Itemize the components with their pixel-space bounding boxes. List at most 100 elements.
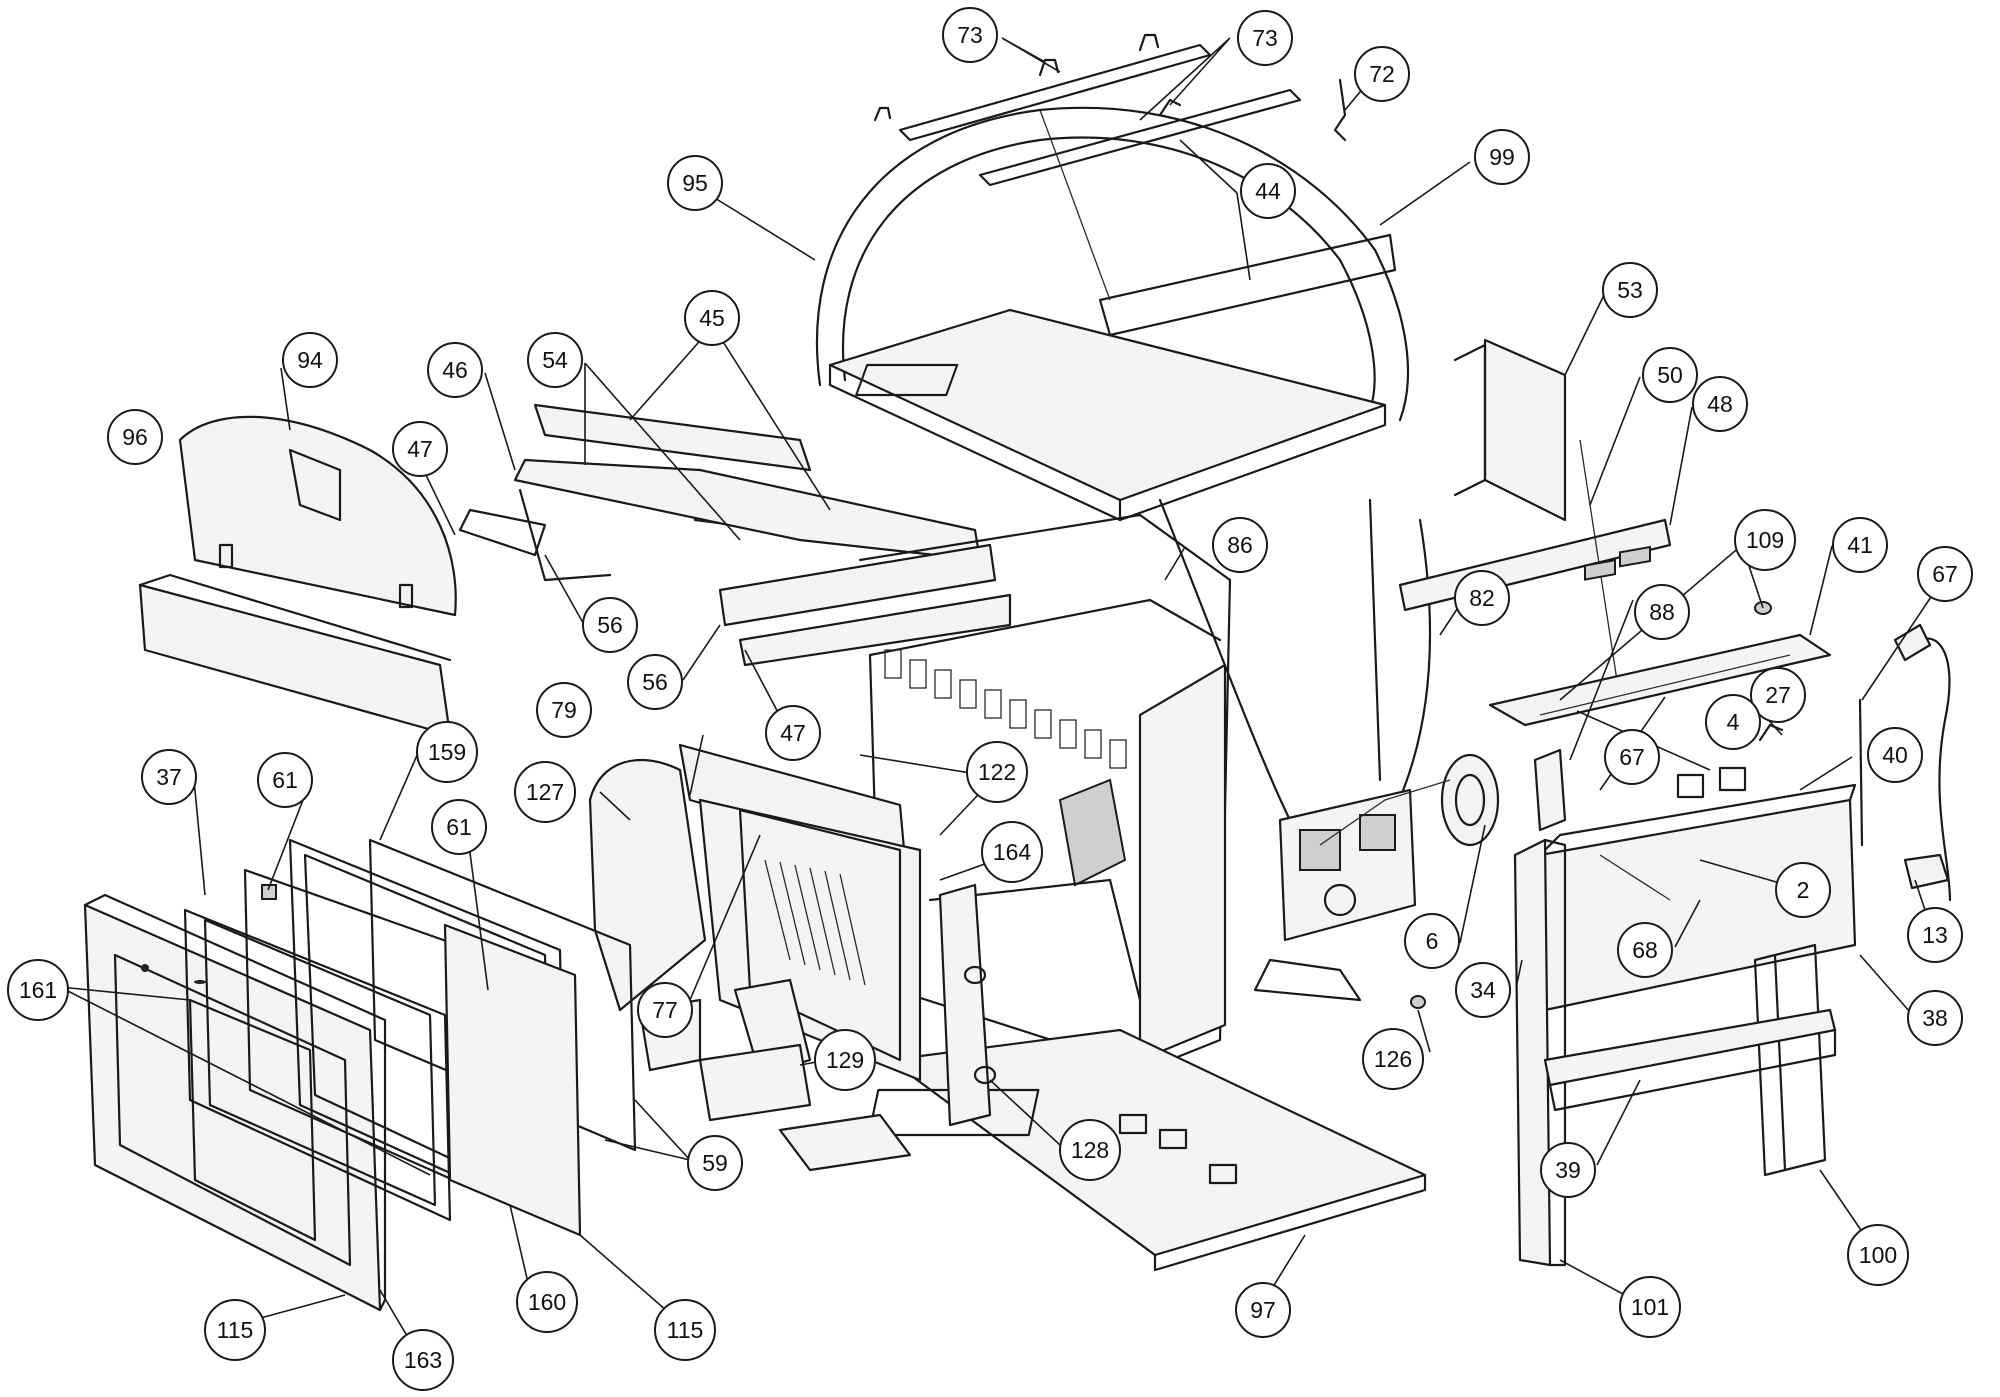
callout-109-cap: 109 <box>1734 509 1796 571</box>
callout-39-shelf: 39 <box>1540 1142 1596 1198</box>
callout-circle <box>392 421 448 477</box>
callout-circle <box>7 959 69 1021</box>
probe-67-part <box>1858 698 1864 847</box>
callout-73-bracket: 73 <box>1237 10 1293 66</box>
callout-41-top-plate: 41 <box>1832 517 1888 573</box>
callout-46-bracket: 46 <box>427 342 483 398</box>
bracket-72-part <box>1333 78 1347 142</box>
callout-number: 95 <box>682 170 708 196</box>
fan-part <box>1440 753 1500 847</box>
callout-number: 97 <box>1250 1297 1276 1323</box>
callout-number: 27 <box>1765 682 1791 708</box>
callout-number: 115 <box>667 1317 704 1343</box>
callout-number: 56 <box>642 669 668 695</box>
callout-number: 129 <box>826 1047 864 1073</box>
callout-circle <box>1454 570 1510 626</box>
callout-48-rail: 48 <box>1692 376 1748 432</box>
callout-number: 101 <box>1631 1294 1669 1320</box>
callout-circle <box>627 654 683 710</box>
callout-number: 54 <box>542 347 568 373</box>
callout-99-panel: 99 <box>1474 129 1530 185</box>
callout-27-fuse: 27 <box>1750 667 1806 723</box>
callout-72-bracket: 72 <box>1354 46 1410 102</box>
callout-circle <box>1642 347 1698 403</box>
callout-115-door-frame: 115 <box>204 1299 266 1361</box>
callout-number: 99 <box>1489 144 1515 170</box>
callout-circle <box>1847 1224 1909 1286</box>
callout-number: 2 <box>1797 877 1810 903</box>
power-cord-part <box>1893 623 1952 902</box>
callout-73-bracket: 73 <box>942 7 998 63</box>
callout-circle <box>1619 1276 1681 1338</box>
callout-number: 88 <box>1649 599 1675 625</box>
callout-number: 40 <box>1882 742 1908 768</box>
callout-number: 48 <box>1707 391 1733 417</box>
callout-circle <box>204 1299 266 1361</box>
callout-number: 6 <box>1426 928 1439 954</box>
callout-circle <box>765 705 821 761</box>
callout-circle <box>1705 694 1761 750</box>
bracket-100-part <box>1753 943 1827 1177</box>
callout-number: 44 <box>1255 178 1281 204</box>
callout-circle <box>1235 1282 1291 1338</box>
callout-number: 73 <box>1252 25 1278 51</box>
callout-number: 126 <box>1374 1046 1412 1072</box>
callout-44-crossbar: 44 <box>1240 163 1296 219</box>
callout-61-clip: 61 <box>257 752 313 808</box>
assembly-drawing <box>83 33 1952 1312</box>
liner-127-part <box>588 758 707 1012</box>
callout-circle <box>536 682 592 738</box>
callout-number: 41 <box>1847 532 1873 558</box>
callout-40-board: 40 <box>1867 727 1923 783</box>
side-panel-part <box>178 415 457 617</box>
control-module-part <box>1253 788 1417 1002</box>
callout-96-bottom-trim: 96 <box>107 409 163 465</box>
callout-number: 79 <box>551 697 577 723</box>
callout-number: 160 <box>528 1289 566 1315</box>
callout-77-grate: 77 <box>637 982 693 1038</box>
callout-circle <box>527 332 583 388</box>
callout-circle <box>687 1135 743 1191</box>
callout-4-relay: 4 <box>1705 694 1761 750</box>
callout-number: 72 <box>1369 61 1395 87</box>
callout-circle <box>1602 262 1658 318</box>
callout-number: 13 <box>1922 922 1948 948</box>
callout-95-arch-frame: 95 <box>667 155 723 211</box>
callout-number: 159 <box>428 739 466 765</box>
callout-59-gasket: 59 <box>687 1135 743 1191</box>
callout-88-switch: 88 <box>1634 584 1690 640</box>
callout-number: 46 <box>442 357 468 383</box>
callout-13-power-cord: 13 <box>1907 907 1963 963</box>
callout-6-fan: 6 <box>1404 913 1460 969</box>
callout-number: 122 <box>978 759 1016 785</box>
callout-circle <box>392 1329 454 1391</box>
callout-number: 61 <box>446 814 472 840</box>
callout-number: 94 <box>297 347 323 373</box>
callout-circle <box>257 752 313 808</box>
callout-circle <box>1237 10 1293 66</box>
callout-number: 34 <box>1470 977 1496 1003</box>
callout-number: 161 <box>19 977 57 1003</box>
callout-circle <box>1404 913 1460 969</box>
callout-47-rail: 47 <box>765 705 821 761</box>
support-164-part <box>938 883 992 1127</box>
callout-67-cable: 67 <box>1917 546 1973 602</box>
callout-number: 127 <box>526 779 564 805</box>
callout-number: 86 <box>1227 532 1253 558</box>
control-panel-part <box>1538 545 1857 1012</box>
callout-number: 56 <box>597 612 623 638</box>
callout-126-grommet: 126 <box>1362 1028 1424 1090</box>
callout-number: 47 <box>780 720 806 746</box>
callout-circle <box>141 749 197 805</box>
callout-67-probe: 67 <box>1604 729 1660 785</box>
callout-number: 37 <box>156 764 182 790</box>
callout-number: 73 <box>957 22 983 48</box>
callout-53-rear-panel: 53 <box>1602 262 1658 318</box>
top-plate-41-part <box>1488 633 1832 727</box>
callout-number: 96 <box>122 424 148 450</box>
callout-45-deflector: 45 <box>684 290 740 346</box>
shelf-39-part <box>1543 1008 1837 1087</box>
callout-34-side-panel: 34 <box>1455 962 1511 1018</box>
arch-frame-part <box>815 33 1410 522</box>
